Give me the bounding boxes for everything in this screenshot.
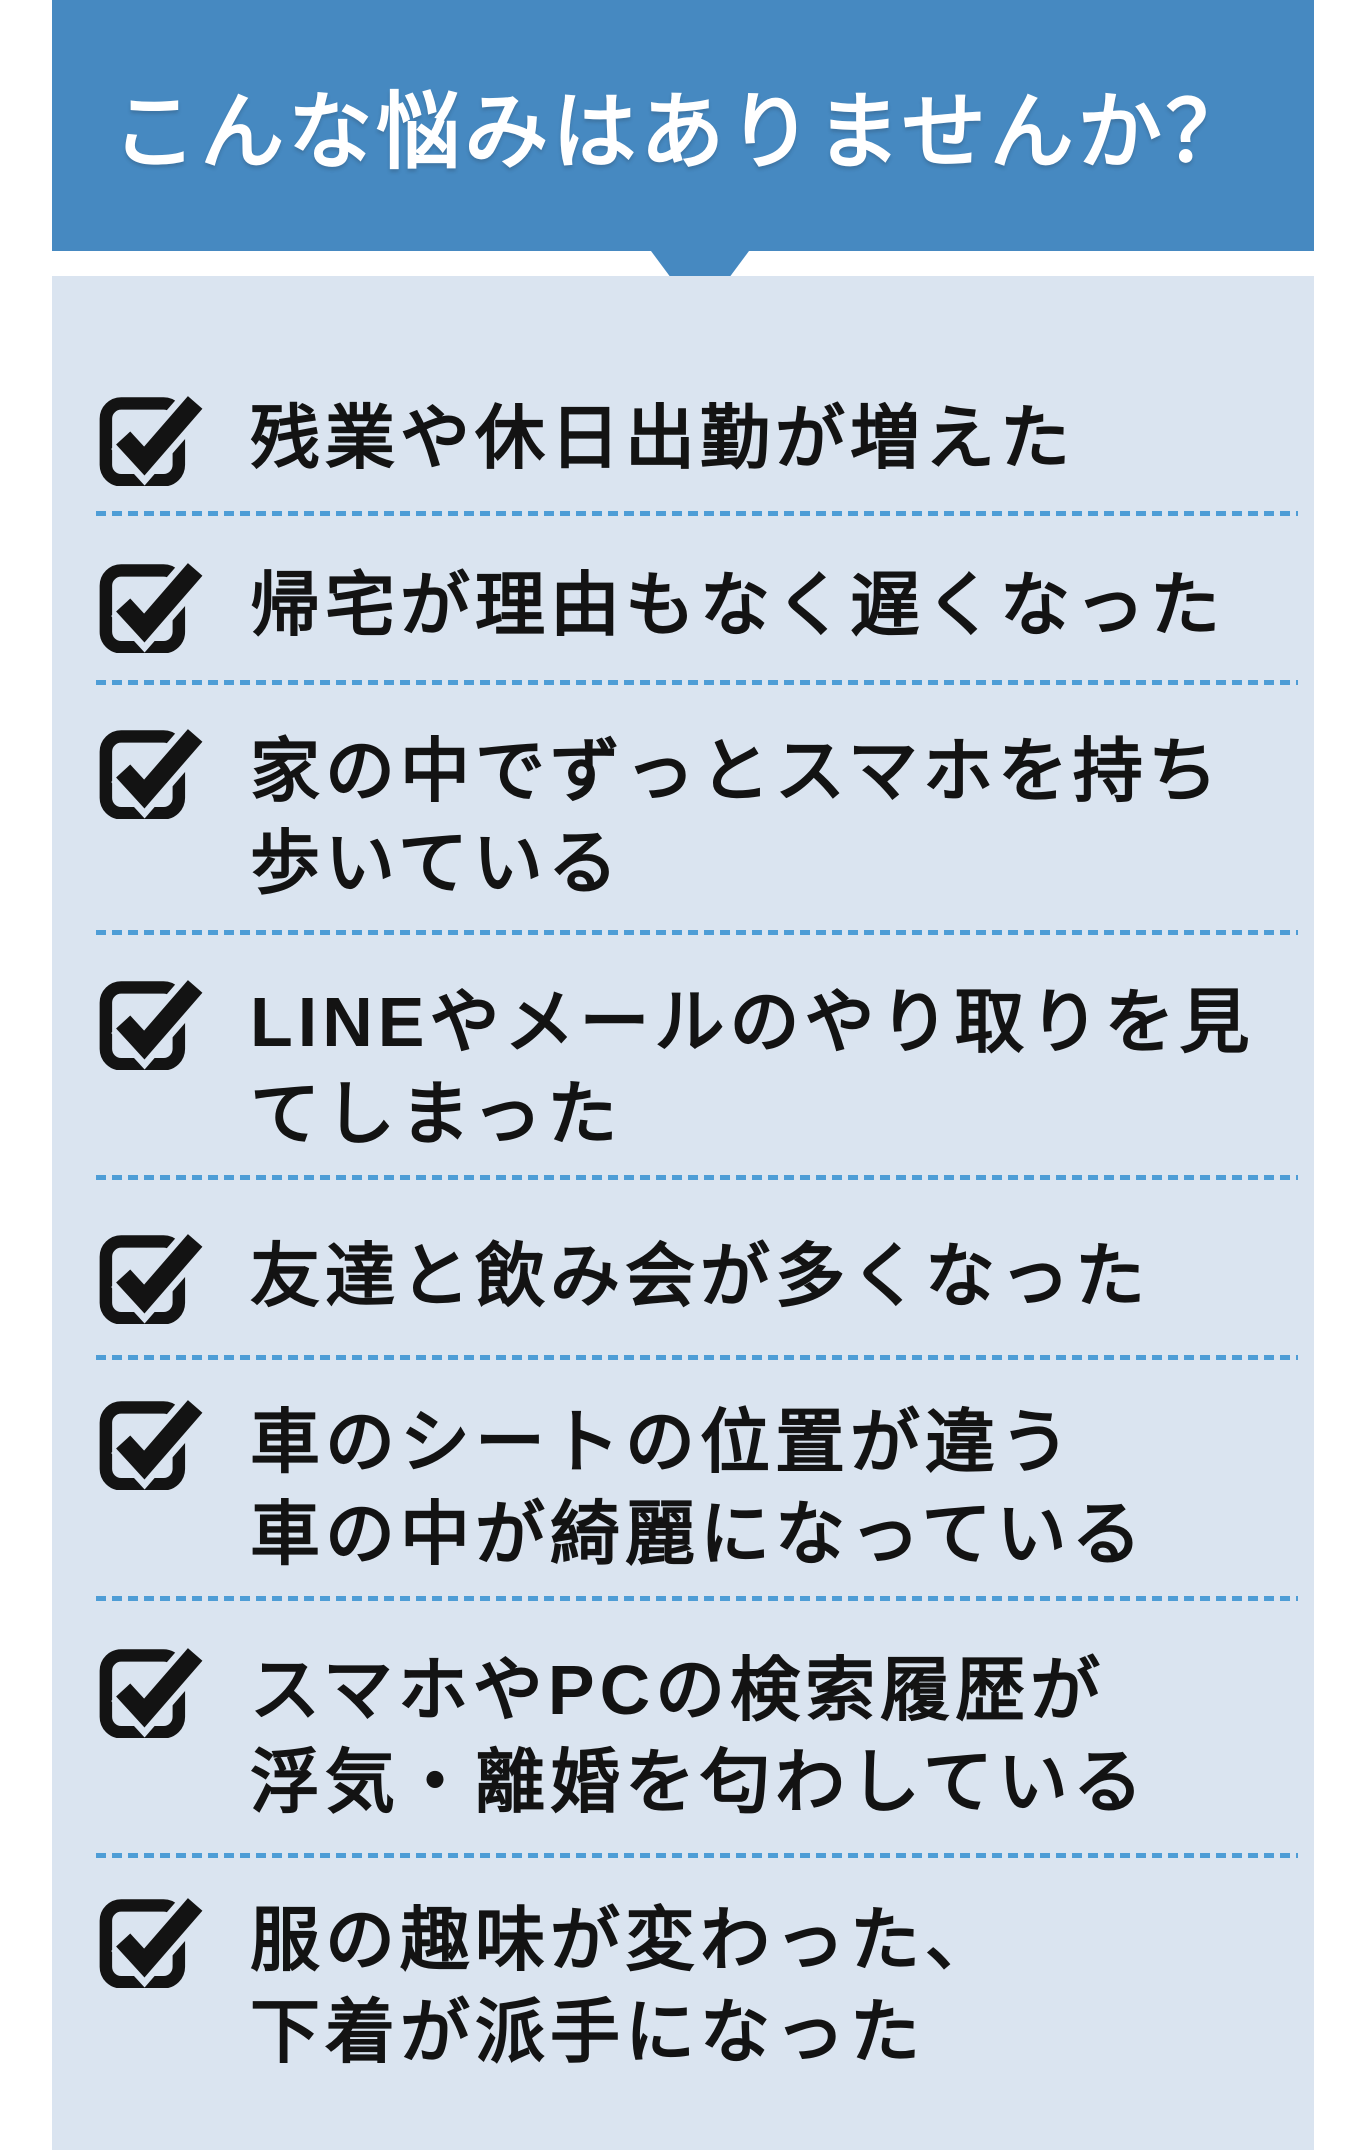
dashed-divider [96, 680, 1298, 685]
checked-checkbox-icon [99, 1229, 204, 1324]
checked-checkbox-icon [99, 724, 204, 819]
checklist-item-text: 車のシートの位置が違う車の中が綺麗になっている [250, 1403, 1147, 1573]
checklist-item: 家の中でずっとスマホを持ち歩いている [98, 723, 1223, 909]
dashed-divider [96, 930, 1298, 935]
checklist-item: 残業や休日出勤が増えた [98, 390, 1075, 486]
dashed-divider [96, 1175, 1298, 1180]
checklist-item-text: 服の趣味が変わった、下着が派手になった [250, 1901, 1000, 2071]
page-title: こんな悩みはありませんか？ [112, 85, 1254, 179]
checklist-item-text: スマホやPCの検索履歴が浮気・離婚を匂わしている [250, 1651, 1148, 1821]
checked-checkbox-icon [99, 391, 204, 486]
checked-checkbox-icon [99, 1893, 204, 1988]
dashed-divider [96, 1853, 1298, 1858]
dashed-divider [96, 1355, 1298, 1360]
checklist-item-text: 残業や休日出勤が増えた [250, 399, 1075, 477]
checked-checkbox-icon [99, 975, 204, 1070]
checklist-panel: 残業や休日出勤が増えた 帰宅が理由もなく遅くなった 家の中でずっとスマホを持ち歩… [52, 276, 1314, 2150]
checked-checkbox-icon [99, 1395, 204, 1490]
checklist-item: スマホやPCの検索履歴が浮気・離婚を匂わしている [98, 1642, 1148, 1828]
checklist-item-text: LINEやメールのやり取りを見てしまった [250, 983, 1255, 1153]
dashed-divider [96, 511, 1298, 516]
checklist-item: 車のシートの位置が違う車の中が綺麗になっている [98, 1394, 1147, 1580]
checked-checkbox-icon [99, 1643, 204, 1738]
checklist-item-text: 友達と飲み会が多くなった [250, 1237, 1150, 1315]
checklist-item: 服の趣味が変わった、下着が派手になった [98, 1892, 1000, 2078]
dashed-divider [96, 1596, 1298, 1601]
checklist-item: 友達と飲み会が多くなった [98, 1228, 1150, 1324]
checklist-item: 帰宅が理由もなく遅くなった [98, 557, 1225, 653]
checked-checkbox-icon [99, 558, 204, 653]
checklist-item: LINEやメールのやり取りを見てしまった [98, 974, 1254, 1160]
checklist-item-text: 家の中でずっとスマホを持ち歩いている [250, 732, 1223, 902]
checklist-item-text: 帰宅が理由もなく遅くなった [250, 566, 1225, 644]
header-banner: こんな悩みはありませんか？ [52, 0, 1314, 251]
